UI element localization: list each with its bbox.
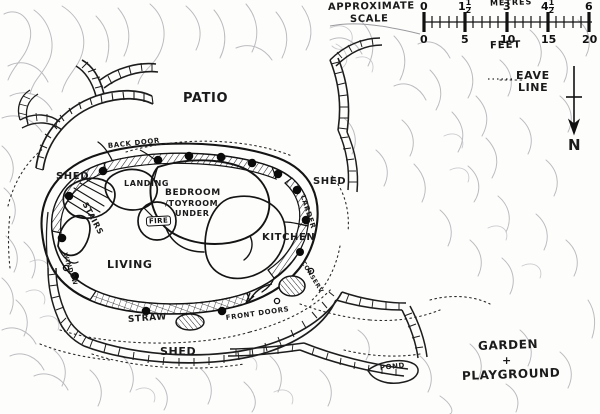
room-label-landing: LANDING (124, 179, 170, 188)
scale-metres-tick-2: 3 (503, 0, 511, 13)
north-label: N (568, 136, 581, 154)
house-outer-wall (40, 142, 319, 315)
scale-feet-tick-0: 0 (420, 33, 428, 46)
room-label-shed_left: SHED (56, 171, 90, 182)
bottom-shed-walls (57, 291, 428, 384)
north-arrow (566, 66, 582, 136)
scale-feet-tick-3: 15 (541, 33, 557, 46)
eave-lines (7, 79, 525, 369)
room-label-living: LIVING (107, 258, 153, 271)
room-label-kitchen: KITCHEN (262, 232, 316, 243)
legend-eave-line-2: LINE (518, 81, 549, 94)
room-label-patio: PATIO (183, 91, 229, 106)
background-shrubs (25, 25, 542, 405)
legend-eave-line-1: EAVE (516, 69, 550, 82)
scale-title-line2: SCALE (349, 13, 389, 25)
garden-plus-sign: + (502, 354, 512, 367)
scale-bar (329, 12, 592, 35)
front-door-node (278, 275, 306, 297)
scale-title-line1: APPROXIMATE (327, 0, 415, 13)
internal-partitions (57, 141, 300, 293)
room-label-shed_right: SHED (313, 176, 347, 187)
scale-feet-tick-2: 10 (500, 33, 516, 46)
background-pencil-landscape (1, 3, 596, 414)
scale-metres-tick-4: 6 (585, 0, 593, 13)
scale-feet-tick-1: 5 (461, 33, 469, 46)
fire-label: FIRE (145, 215, 172, 227)
garden-label: GARDEN (477, 336, 539, 353)
room-label-toyroom: /TOYROOM (165, 199, 219, 208)
room-label-shed_bot: SHED (160, 345, 197, 358)
patio-boundary-walls (17, 37, 383, 193)
front-doors-leader (245, 283, 273, 304)
scale-feet-tick-4: 20 (582, 33, 598, 46)
back-door-leader (139, 149, 155, 160)
scale-metres-tick-0: 0 (420, 0, 428, 13)
left-lower-walls (45, 211, 67, 319)
room-label-bedroom: BEDROOM (165, 188, 221, 198)
room-label-under: UNDER (175, 209, 210, 218)
straw-door-node (175, 313, 205, 331)
